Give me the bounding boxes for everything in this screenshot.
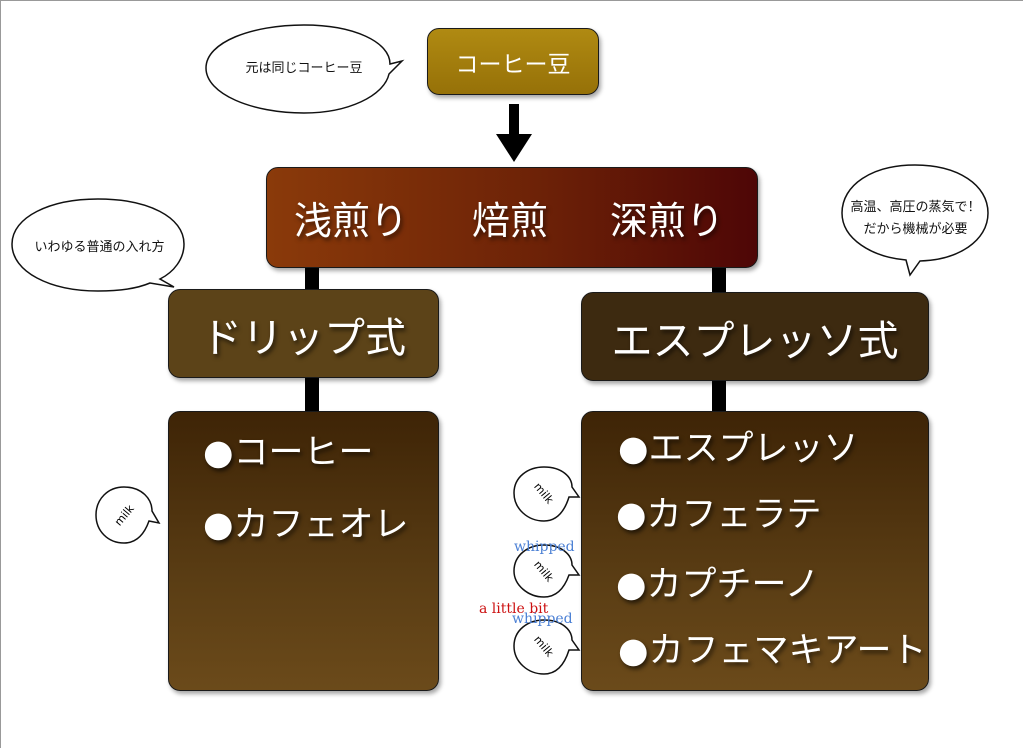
- bubble-text-machine-line2: だから機械が必要: [863, 222, 968, 237]
- milk-bubble-macchiato: milk: [513, 619, 581, 675]
- espresso-drinks-list: ●エスプレッソ ●カフェラテ ●カプチーノ ●カフェマキアート: [581, 411, 929, 691]
- espresso-method-title: エスプレッソ式: [611, 316, 899, 365]
- coffee-bean-box: コーヒー豆: [427, 28, 599, 95]
- connector-drip-list: [305, 376, 319, 413]
- note-a-little-bit: a little bit: [479, 601, 549, 617]
- speech-bubble-regular: [11, 198, 185, 292]
- roast-light: 浅煎り: [294, 199, 409, 243]
- bubble-text-same-bean: 元は同じコーヒー豆: [245, 61, 363, 76]
- milk-bubble-latte: milk: [513, 466, 581, 522]
- drip-method-title: ドリップ式: [201, 313, 406, 362]
- coffee-bean-label: コーヒー豆: [455, 51, 571, 78]
- list-item: ●カプチーノ: [616, 565, 820, 605]
- down-arrow-icon: [496, 104, 532, 162]
- milk-bubble-cappuccino: milk: [513, 544, 581, 598]
- bubble-text-machine-line1: 高温、高圧の蒸気で！: [850, 200, 981, 215]
- note-whipped-macchiato: whipped: [512, 611, 573, 627]
- connector-roast-drip: [305, 266, 319, 291]
- milk-bubble-cafe-au-lait: milk: [95, 486, 161, 544]
- connector-roast-espresso: [712, 266, 726, 294]
- speech-bubble-same-bean: [205, 24, 405, 114]
- note-whipped-cappuccino: whipped: [514, 539, 575, 555]
- roast-roasting: 焙煎: [472, 199, 549, 243]
- espresso-method-box: エスプレッソ式: [581, 292, 929, 381]
- roast-levels-box: 浅煎り 焙煎 深煎り: [266, 167, 758, 268]
- bubble-text-regular: いわゆる普通の入れ方: [34, 240, 165, 255]
- drip-drinks-list: ●コーヒー ●カフェオレ: [168, 411, 439, 691]
- connector-espresso-list: [712, 379, 726, 413]
- list-item: ●カフェマキアート: [618, 631, 927, 671]
- list-item: ●カフェオレ: [203, 505, 409, 545]
- drip-method-box: ドリップ式: [168, 289, 439, 378]
- speech-bubble-machine: [841, 164, 989, 277]
- roast-dark: 深煎り: [610, 199, 725, 243]
- list-item: ●コーヒー: [203, 433, 374, 473]
- list-item: ●カフェラテ: [616, 495, 822, 535]
- list-item: ●エスプレッソ: [618, 429, 859, 469]
